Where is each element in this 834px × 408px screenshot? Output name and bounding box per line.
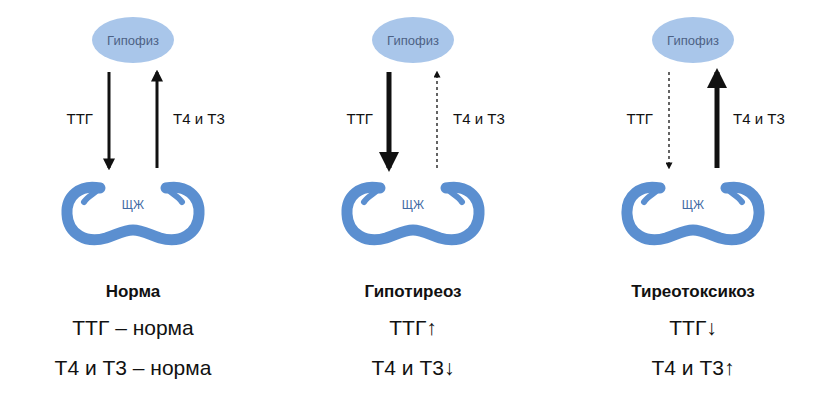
thyroid-lobes [67,187,199,240]
ellipse-fill [652,17,734,63]
thyroid-outline [618,176,768,254]
hormone-arrow [715,72,720,168]
gland-abbrev: ЩЖ [58,198,208,212]
thyroid-curl [364,188,380,202]
thyroid-lobes [627,187,759,240]
thyroid-outline [338,176,488,254]
hormone-level: Т4 и Т3↑ [652,356,735,380]
arrow-label: Т4 и Т3 [451,110,507,127]
gland-name: Гипофиз [667,33,719,48]
hormone-arrow [156,72,159,168]
gland-name: Гипофиз [107,33,159,48]
thyroid-outline [58,176,208,254]
arrow-label: ТТГ [345,110,375,127]
hormone-level: Т4 и Т3↓ [372,356,455,380]
thyroid-curl [726,188,742,202]
hormone-level: ТТГ↓ [669,316,717,340]
hormone-level: Т4 и Т3 – норма [55,356,212,380]
ellipse-fill [92,17,174,63]
thyroid-curl [446,188,462,202]
thyroid-gland: ЩЖ [338,176,488,254]
gland-abbrev: ЩЖ [618,198,768,212]
hormone-arrow [108,72,111,168]
hormone-level: ТТГ↑ [389,316,437,340]
thyroid-gland: ЩЖ [58,176,208,254]
panel-heading: Норма [106,282,161,302]
gland-name: Гипофиз [387,33,439,48]
hormone-arrow [436,72,437,168]
panel-heading: Гипотиреоз [364,282,461,302]
gland-abbrev: ЩЖ [338,198,488,212]
panel-heading: Тиреотоксикоз [631,282,755,302]
pituitary-ellipse: Гипофиз [371,16,455,64]
arrow-label: ТТГ [65,110,95,127]
thyroid-lobes [347,187,479,240]
hormone-level: ТТГ – норма [72,316,193,340]
arrow-label: Т4 и Т3 [731,110,787,127]
thyroid-curl [84,188,100,202]
hormone-arrow [387,72,392,168]
ellipse-fill [372,17,454,63]
hormone-arrow [668,72,669,168]
thyroid-curl [166,188,182,202]
thyroid-curl [644,188,660,202]
pituitary-ellipse: Гипофиз [651,16,735,64]
thyroid-gland: ЩЖ [618,176,768,254]
arrow-label: ТТГ [625,110,655,127]
arrow-label: Т4 и Т3 [171,110,227,127]
pituitary-ellipse: Гипофиз [91,16,175,64]
